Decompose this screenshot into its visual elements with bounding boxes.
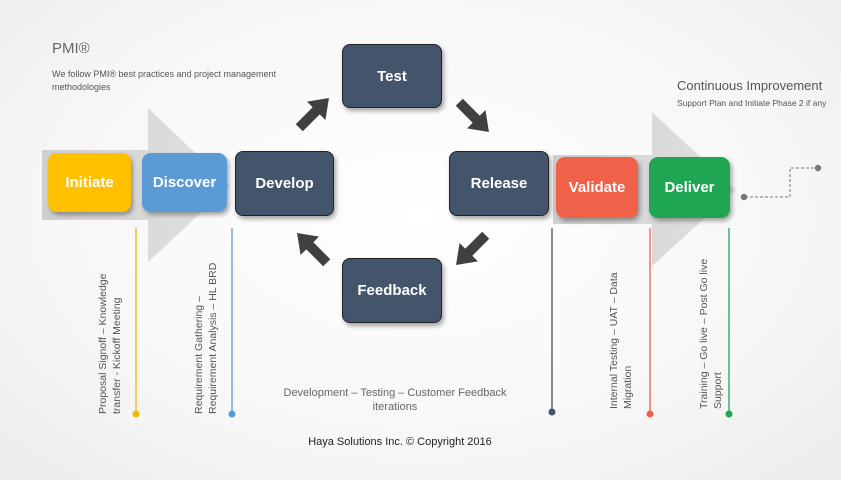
arrow-feedback-to-develop-icon bbox=[297, 233, 331, 267]
stage-feedback: Feedback bbox=[342, 258, 442, 323]
stage-test-label: Test bbox=[377, 67, 407, 85]
stage-initiate: Initiate bbox=[48, 153, 131, 212]
continuous-connector bbox=[745, 167, 818, 198]
stage-discover-label: Discover bbox=[152, 174, 217, 191]
arrow-release-to-feedback-icon bbox=[456, 231, 490, 265]
stage-validate-label: Validate bbox=[568, 179, 626, 196]
stage-discover: Discover bbox=[142, 153, 227, 212]
stage-deliver: Deliver bbox=[649, 157, 730, 218]
note-initiate: Proposal Signoff – Knowledge transfer - … bbox=[97, 273, 123, 415]
stage-release-label: Release bbox=[470, 175, 528, 192]
copyright: Haya Solutions Inc. © Copyright 2016 bbox=[308, 436, 492, 448]
stage-release: Release bbox=[449, 151, 549, 216]
continuous-subtitle: Support Plan and Initiate Phase 2 if any bbox=[677, 98, 827, 108]
stage-feedback-label: Feedback bbox=[357, 282, 427, 299]
note-deliver: Training – Go live – Post Go live Suppor… bbox=[698, 258, 724, 409]
pmi-title: PMI® bbox=[52, 40, 90, 57]
arrow-develop-to-test-icon bbox=[295, 98, 329, 132]
note-validate: Internal Testing – UAT – Data Migration bbox=[608, 272, 634, 409]
stage-develop-label: Develop bbox=[255, 175, 314, 192]
continuous-title: Continuous Improvement bbox=[677, 78, 823, 93]
stage-develop: Develop bbox=[235, 151, 334, 216]
cycle-caption: Development – Testing – Customer Feedbac… bbox=[283, 387, 507, 413]
left-arrow-band bbox=[42, 108, 230, 262]
note-discover: Requirement Gathering – Requirement Anal… bbox=[193, 262, 219, 414]
stage-test: Test bbox=[342, 44, 442, 108]
pmi-subtitle: We follow PMI® best practices and projec… bbox=[52, 69, 277, 92]
cycle-arrows bbox=[295, 98, 490, 267]
stage-validate: Validate bbox=[556, 157, 638, 218]
stage-deliver-label: Deliver bbox=[664, 179, 715, 196]
arrow-test-to-release-icon bbox=[455, 98, 489, 132]
right-arrow-band bbox=[553, 112, 736, 266]
stage-initiate-label: Initiate bbox=[65, 174, 114, 191]
